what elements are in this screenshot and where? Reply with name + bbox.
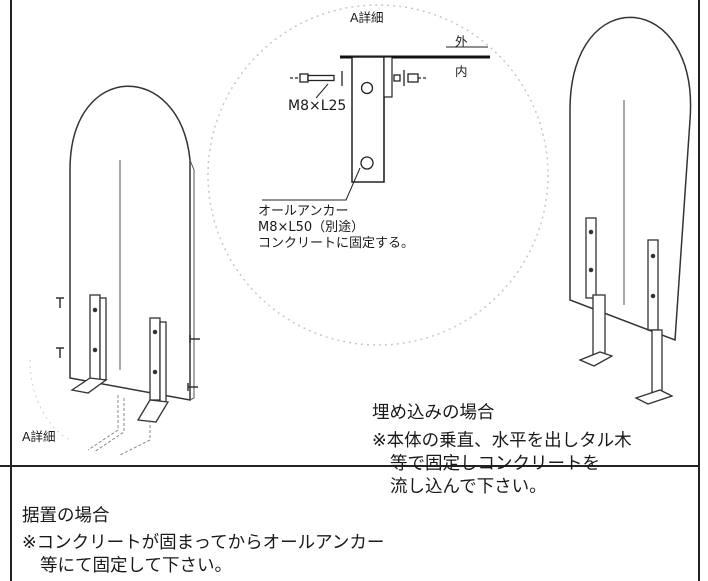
bolt-left [290,71,343,86]
embedded-note-line-2: 等で固定しコンクリートを [390,454,600,474]
placed-heading: 据置の場合 [22,506,110,526]
anchor-note-line-2: M8×L50（別途） [258,220,365,235]
t-markers [56,297,200,391]
right-post-left [578,217,614,367]
embedded-note-line-1: ※本体の乗直、水平を出しタル木 [372,431,632,451]
left-detail-ref: A詳細 [22,429,56,444]
left-panel-figure [56,85,200,456]
placed-note-line-1: ※コンクリートが固まってからオールアンカー [22,533,385,553]
left-bracket [70,294,108,394]
bolt-right [393,70,426,86]
embedded-note: ※本体の乗直、水平を出しタル木 等で固定しコンクリートを 流し込んで下さい。 [372,430,632,499]
bracket-flange [383,56,393,98]
placed-note: ※コンクリートが固まってからオールアンカー 等にて固定して下さい。 [22,532,384,578]
detail-title: A詳細 [350,10,384,25]
left-panel-outline [69,85,191,401]
left-panel-edge [189,159,195,401]
right-panel-outline [569,16,692,342]
embedded-heading: 埋め込みの場合 [372,403,495,423]
inner-label: 内 [455,64,468,79]
bolt-leader [315,83,329,99]
left-anchor-dashes [87,395,151,456]
plate-hole-top [360,81,374,95]
detail-circle [207,4,549,346]
right-post-right [634,239,674,405]
anchor-note-line-1: オールアンカー [258,204,349,219]
placed-note-line-2: 等にて固定して下さい。 [40,556,232,576]
detail-a-figure [262,46,490,201]
anchor-note: オールアンカー M8×L50（別途） コンクリートに固定する。 [258,204,414,252]
outer-label: 外 [455,34,468,49]
anchor-note-line-3: コンクリートに固定する。 [258,236,415,251]
bolt-label: M8×L25 [288,98,347,114]
right-bracket [136,317,170,423]
plate-hole-bottom [360,156,374,170]
anchor-leader [262,167,361,201]
right-panel-figure [569,16,692,405]
embedded-note-line-3: 流し込んで下さい。 [390,477,547,497]
